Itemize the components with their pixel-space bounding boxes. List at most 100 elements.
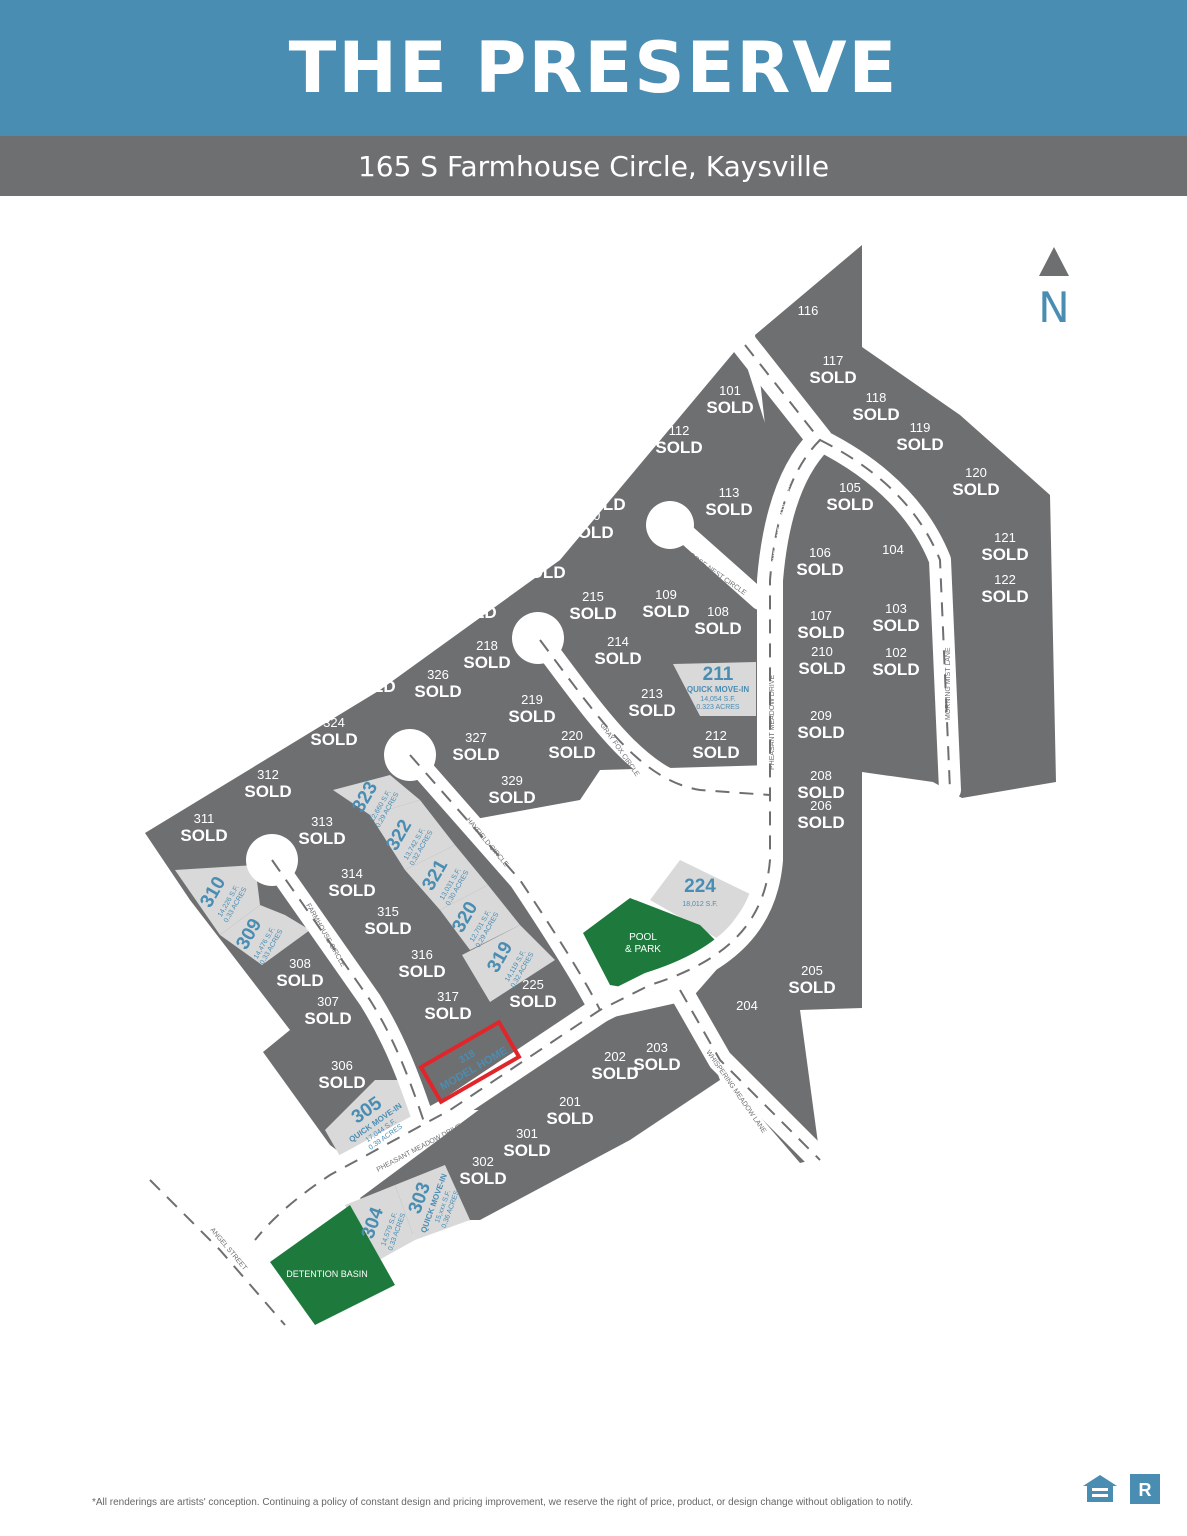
lot-number: 121 xyxy=(994,530,1016,545)
detention-basin-label: DETENTION BASIN xyxy=(286,1269,368,1279)
available-lot-text: 14,054 S.F. xyxy=(700,696,735,703)
lot-status: SOLD xyxy=(304,1009,351,1028)
lot-number: 204 xyxy=(736,998,758,1013)
lot-number: 202 xyxy=(604,1049,626,1064)
lot-number: 217 xyxy=(462,588,484,603)
gray-fox-cul-de-sac xyxy=(512,612,564,664)
lot-status: SOLD xyxy=(594,649,641,668)
lot-status: SOLD xyxy=(244,782,291,801)
available-lot-text: 211 xyxy=(703,664,734,685)
lot-status: SOLD xyxy=(788,978,835,997)
lot-320-shape[interactable] xyxy=(440,885,520,950)
lot-319-shape[interactable] xyxy=(462,925,555,1002)
label-morning-mist: MORNING MIST LANE xyxy=(945,647,952,720)
lot-number: 306 xyxy=(331,1058,353,1073)
lot-status: SOLD xyxy=(503,1141,550,1160)
lot-310-shape[interactable] xyxy=(175,865,260,935)
lot-number: 122 xyxy=(994,572,1016,587)
lot-status: SOLD xyxy=(566,523,613,542)
dash-whispering xyxy=(679,989,821,1161)
lot-number: 221 xyxy=(599,770,621,785)
lot-number: 105 xyxy=(839,480,861,495)
north-arrow-icon xyxy=(1039,247,1069,276)
lot-number: 118 xyxy=(866,390,887,405)
lot-status: SOLD xyxy=(546,1109,593,1128)
lot-status: SOLD xyxy=(952,480,999,499)
lot-status: SOLD xyxy=(276,971,323,990)
lot-status: SOLD xyxy=(692,743,739,762)
lot-status: SOLD xyxy=(180,826,227,845)
land-parcels xyxy=(145,245,1056,1240)
detention-basin-shape xyxy=(270,1205,395,1325)
lot-number: 208 xyxy=(810,768,832,783)
lot-number: 104 xyxy=(882,542,904,557)
available-lot-text: 224 xyxy=(684,876,716,897)
road-angel-street xyxy=(137,1167,298,1338)
available-lot-224[interactable]: 224 18,012 S.F. xyxy=(682,876,717,908)
lot-number: 315 xyxy=(377,904,399,919)
lot-number: 328 xyxy=(539,819,561,834)
lot-number: 326 xyxy=(427,667,449,682)
lot-status: SOLD xyxy=(697,835,744,854)
lot-status: SOLD xyxy=(826,495,873,514)
dash-hayfield xyxy=(409,754,601,1011)
lot-labels: 116117SOLD118SOLD119SOLD120SOLD121SOLD12… xyxy=(180,303,1028,1188)
lot-number: 108 xyxy=(707,604,729,619)
lot-status: SOLD xyxy=(463,653,510,672)
lot-number: 220 xyxy=(561,728,583,743)
available-lot-text: 0.323 ACRES xyxy=(696,704,740,711)
lot-number: 102 xyxy=(885,645,907,660)
lot-322-shape[interactable] xyxy=(370,800,455,870)
lot-number: 223 xyxy=(710,820,732,835)
lot-status: SOLD xyxy=(633,1055,680,1074)
lot-309-shape[interactable] xyxy=(220,905,310,965)
lot-321-shape[interactable] xyxy=(405,845,488,910)
available-lot-text: 18,012 S.F. xyxy=(682,901,717,908)
lot-323-shape[interactable] xyxy=(333,775,420,815)
lot-status: SOLD xyxy=(797,623,844,642)
lot-number: 209 xyxy=(810,708,832,723)
lot-303-shape[interactable] xyxy=(395,1165,470,1240)
lot-number: 205 xyxy=(801,963,823,978)
lot-status: SOLD xyxy=(526,834,573,853)
road-dashes xyxy=(149,344,951,1326)
lot-number: 215 xyxy=(582,589,604,604)
lot-status: SOLD xyxy=(459,1169,506,1188)
lot-status: SOLD xyxy=(797,723,844,742)
lot-211-shape[interactable] xyxy=(673,662,756,716)
equal-housing-icon xyxy=(1083,1475,1117,1502)
lot-number: 219 xyxy=(521,692,543,707)
lot-number: 113 xyxy=(719,485,740,500)
lot-status: SOLD xyxy=(509,992,556,1011)
lot-number: 116 xyxy=(798,303,819,318)
lot-status: SOLD xyxy=(424,1004,471,1023)
lot-305-shape[interactable] xyxy=(325,1080,420,1165)
address-banner: 165 S Farmhouse Circle, Kaysville xyxy=(0,136,1187,196)
lot-number: 111 xyxy=(592,480,612,495)
lot-status: SOLD xyxy=(981,545,1028,564)
lot-number: 107 xyxy=(810,608,832,623)
lot-224-shape[interactable] xyxy=(650,860,752,940)
lot-number: 313 xyxy=(311,814,333,829)
lot-number: 317 xyxy=(437,989,459,1004)
lot-status: SOLD xyxy=(364,919,411,938)
lot-status: SOLD xyxy=(625,834,672,853)
lot-number: 327 xyxy=(465,730,487,745)
lot-status: SOLD xyxy=(655,438,702,457)
lot-status: SOLD xyxy=(548,743,595,762)
lot-status: SOLD xyxy=(694,619,741,638)
lot-status: SOLD xyxy=(705,500,752,519)
lot-number: 307 xyxy=(317,994,339,1009)
lot-number: 106 xyxy=(809,545,831,560)
lot-number: 312 xyxy=(257,767,279,782)
lot-number: 325 xyxy=(361,662,383,677)
lot-number: 206 xyxy=(810,798,832,813)
available-lot-text: QUICK MOVE-IN xyxy=(687,685,749,694)
label-pheasant-meadow-mid: PHEASANT MEADOW DRIVE xyxy=(769,675,776,770)
lot-number: 308 xyxy=(289,956,311,971)
dash-morning-mist xyxy=(819,439,951,791)
realtor-icon: R xyxy=(1130,1474,1160,1504)
north-label: N xyxy=(1038,283,1069,332)
